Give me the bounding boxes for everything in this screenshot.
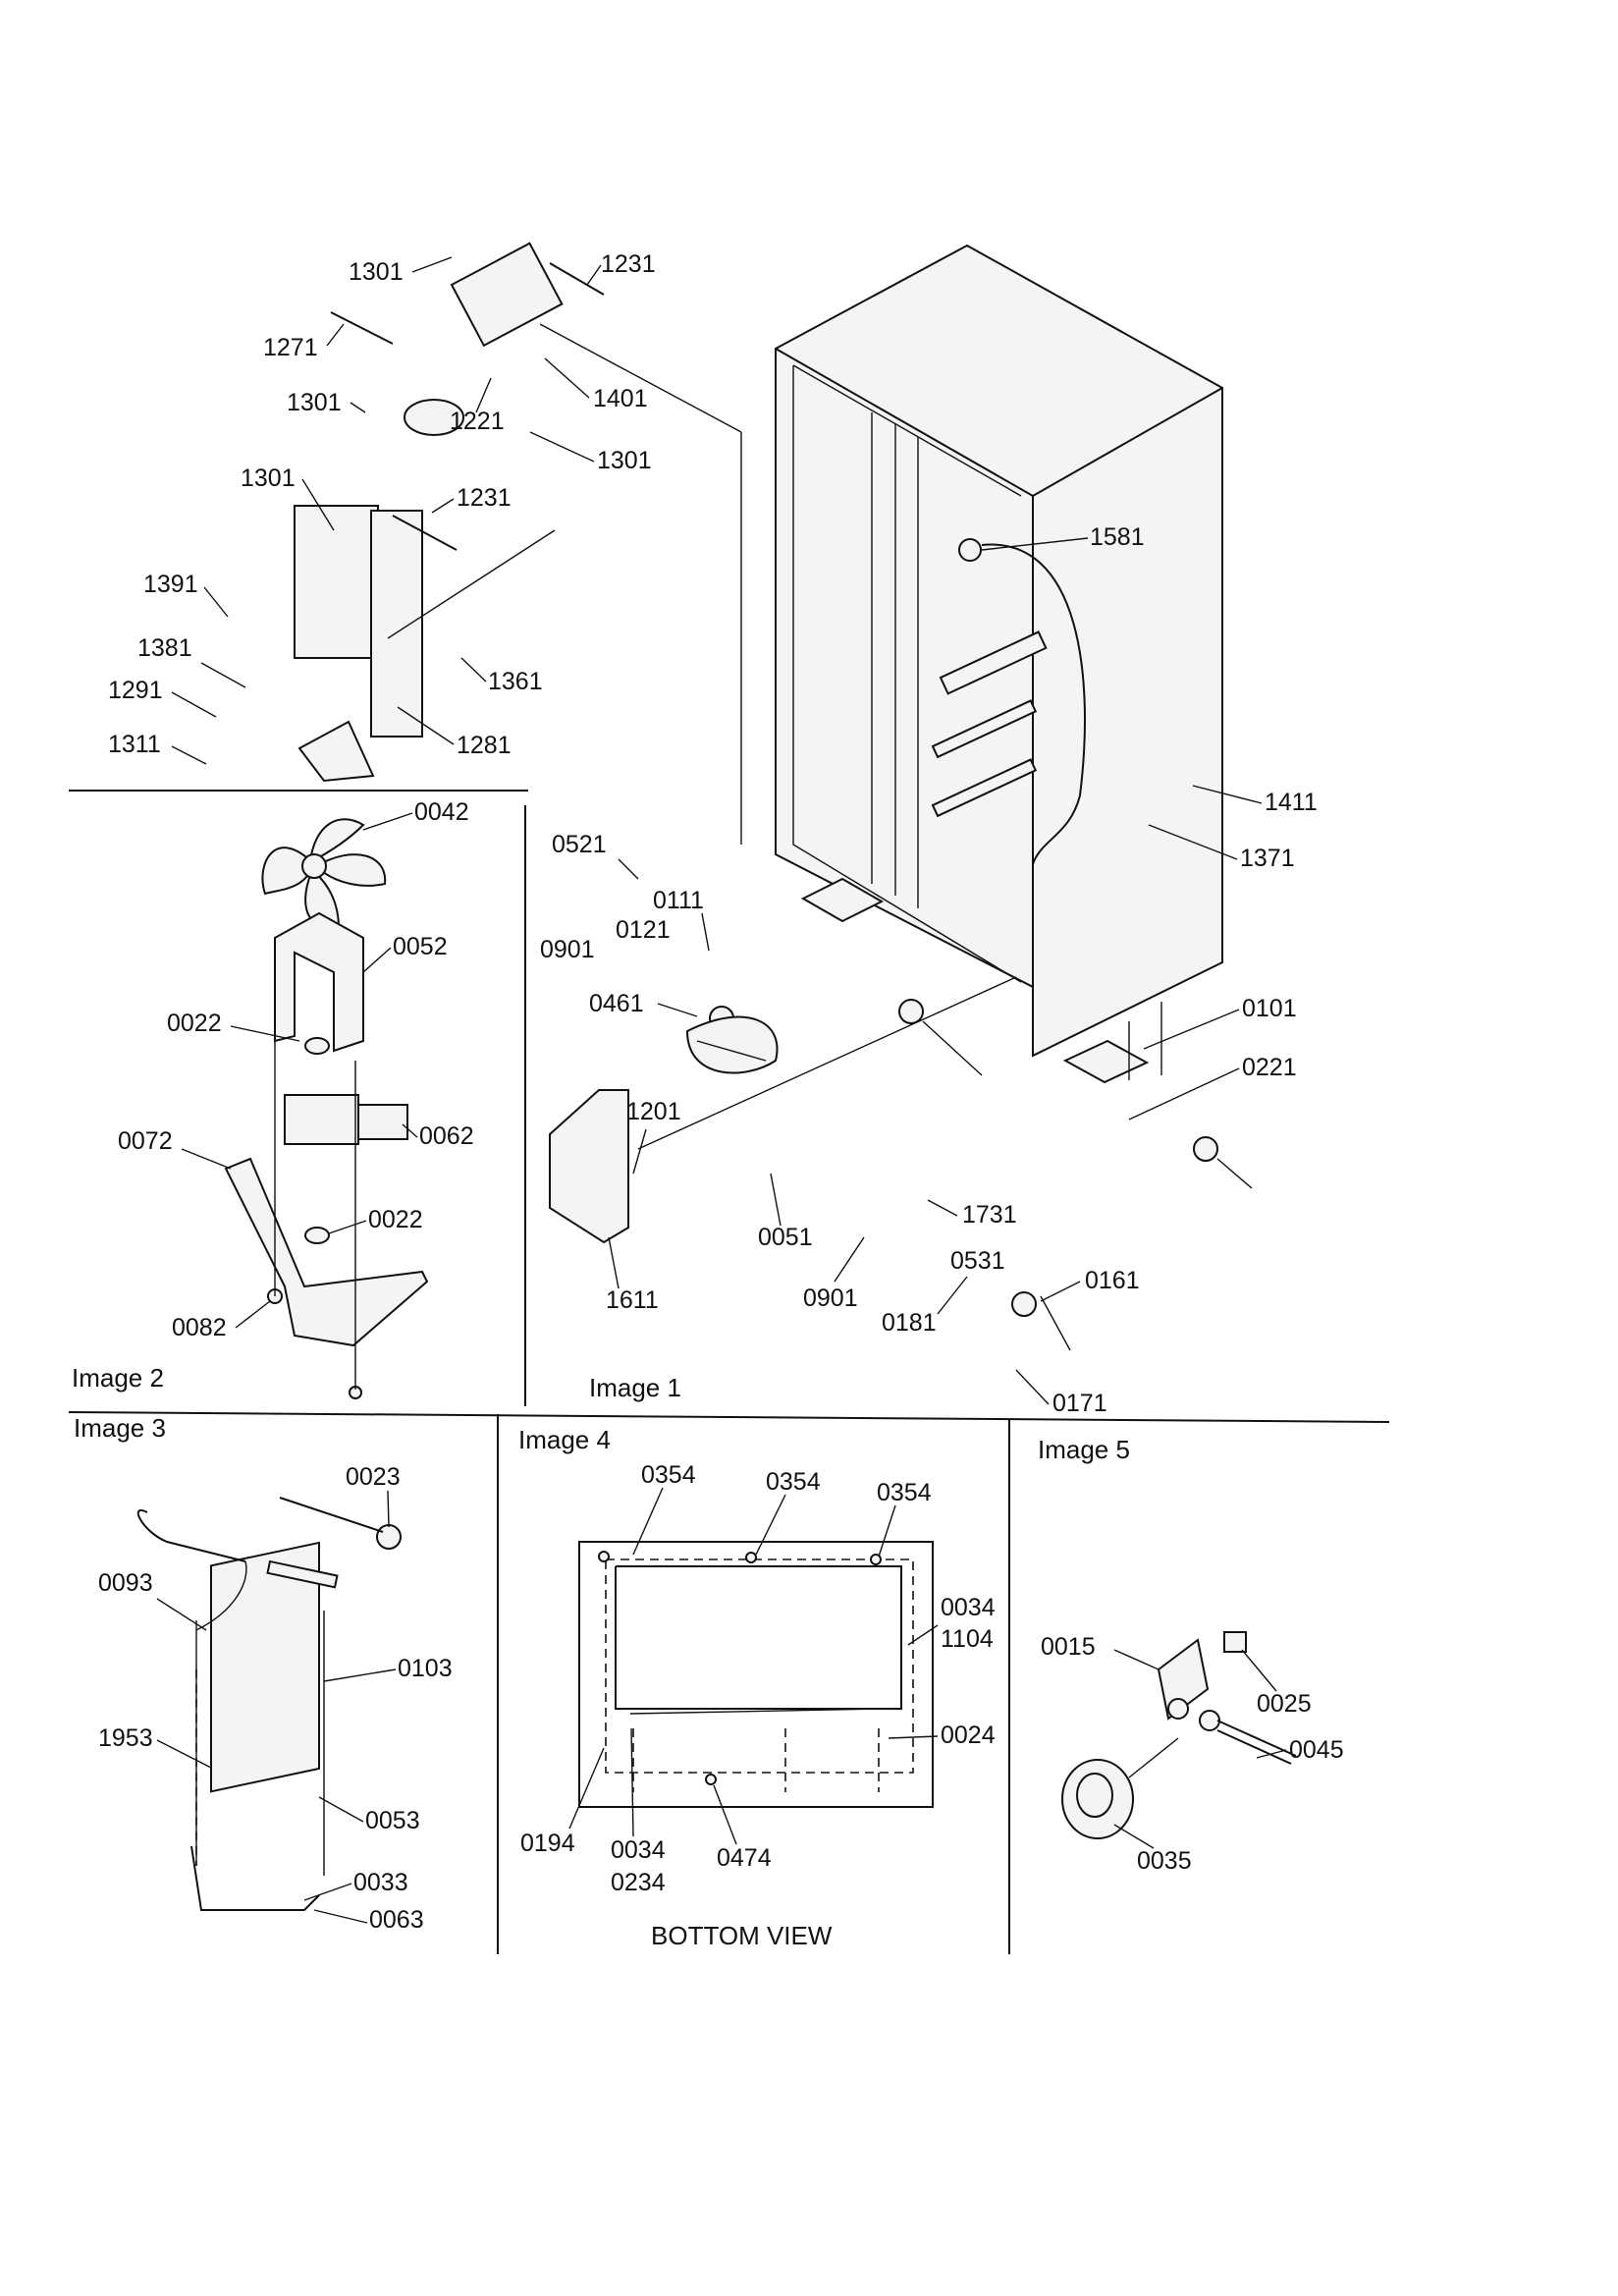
bottom-view-caption: BOTTOM VIEW [651, 1921, 833, 1950]
callout-1401: 1401 [593, 385, 648, 412]
callout-0063: 0063 [369, 1906, 424, 1934]
callout-0354: 0354 [877, 1479, 932, 1506]
callout-1231: 1231 [457, 484, 512, 512]
callout-1301: 1301 [287, 389, 342, 416]
section-label-image2: Image 2 [72, 1363, 164, 1393]
callout-0354: 0354 [641, 1461, 696, 1489]
callout-0354: 0354 [766, 1468, 821, 1496]
callout-0024: 0024 [941, 1722, 996, 1749]
callout-0531: 0531 [950, 1247, 1005, 1275]
callout-0171: 0171 [1052, 1390, 1107, 1417]
callout-0103: 0103 [398, 1655, 453, 1682]
callout-1201: 1201 [626, 1098, 681, 1125]
callout-0034: 0034 [611, 1836, 666, 1864]
callout-1311: 1311 [108, 731, 161, 758]
callout-0035: 0035 [1137, 1847, 1192, 1875]
callout-0221: 0221 [1242, 1054, 1297, 1081]
callout-1381: 1381 [137, 634, 192, 662]
callout-0033: 0033 [353, 1869, 408, 1896]
callout-1301: 1301 [597, 447, 652, 474]
callout-1291: 1291 [108, 677, 163, 704]
callout-0194: 0194 [520, 1830, 575, 1857]
evaporator-drawing [136, 1497, 402, 1911]
section-label-image1: Image 1 [589, 1373, 681, 1402]
callout-0521: 0521 [552, 831, 607, 858]
callout-0181: 0181 [882, 1309, 937, 1337]
callout-0461: 0461 [589, 990, 644, 1017]
panel-dividers [68, 790, 1390, 1954]
roller-drawing [1061, 1631, 1297, 1839]
callout-0474: 0474 [717, 1844, 772, 1872]
callout-0101: 0101 [1242, 995, 1297, 1022]
callout-0025: 0025 [1257, 1690, 1312, 1718]
callout-1371: 1371 [1240, 845, 1295, 872]
callout-0111: 0111 [653, 887, 704, 914]
callout-1231: 1231 [601, 250, 656, 278]
callouts-image2: 0042 0052 0022 0062 0072 0022 0082 [118, 798, 474, 1341]
callout-0053: 0053 [365, 1807, 420, 1834]
section-label-image3: Image 3 [74, 1413, 166, 1443]
callout-1731: 1731 [962, 1201, 1017, 1229]
section-label-image4: Image 4 [518, 1425, 611, 1454]
callout-0093: 0093 [98, 1569, 153, 1597]
callout-1271: 1271 [263, 334, 318, 361]
callout-0022: 0022 [167, 1010, 222, 1037]
callout-0042: 0042 [414, 798, 469, 826]
callout-0072: 0072 [118, 1127, 173, 1155]
callout-0015: 0015 [1041, 1633, 1096, 1661]
bottom-view-drawing [578, 1541, 934, 1808]
fan-motor-drawing [224, 818, 429, 1399]
callout-1411: 1411 [1265, 789, 1318, 816]
callout-0062: 0062 [419, 1122, 474, 1150]
section-captions: Image 2 Image 1 Image 3 Image 4 Image 5 … [72, 1363, 1130, 1950]
leader-lines [156, 256, 1287, 1924]
callout-0234: 0234 [611, 1869, 666, 1896]
callout-1301: 1301 [349, 258, 404, 286]
callouts-image5: 0015 0025 0045 0035 [1041, 1633, 1344, 1875]
callout-0161: 0161 [1085, 1267, 1140, 1294]
callout-1391: 1391 [143, 571, 198, 598]
callout-0045: 0045 [1289, 1736, 1344, 1764]
callout-0022: 0022 [368, 1206, 423, 1233]
callout-1611: 1611 [606, 1286, 659, 1314]
callouts-image1: 1301 1231 1271 1301 1401 1221 1301 1301 … [108, 250, 1318, 1417]
cabinet-drawing [294, 242, 1253, 1351]
callout-0121: 0121 [616, 916, 671, 944]
callout-1581: 1581 [1090, 523, 1145, 551]
callout-0052: 0052 [393, 933, 448, 960]
callout-0901: 0901 [540, 936, 595, 963]
callout-1281: 1281 [457, 732, 512, 759]
callout-0082: 0082 [172, 1314, 227, 1341]
callout-0051: 0051 [758, 1224, 813, 1251]
callouts-image4: 0354 0354 0354 0034 1104 0024 0194 0034 … [520, 1461, 996, 1896]
callouts-image3: 0023 0093 0103 1953 0053 0033 0063 [98, 1463, 453, 1934]
section-label-image5: Image 5 [1038, 1435, 1130, 1464]
callout-1361: 1361 [488, 668, 543, 695]
callout-1301: 1301 [241, 465, 296, 492]
callout-0901: 0901 [803, 1285, 858, 1312]
callout-0023: 0023 [346, 1463, 401, 1491]
callout-0034: 0034 [941, 1594, 996, 1621]
callout-1953: 1953 [98, 1724, 153, 1752]
callout-1104: 1104 [941, 1625, 994, 1653]
